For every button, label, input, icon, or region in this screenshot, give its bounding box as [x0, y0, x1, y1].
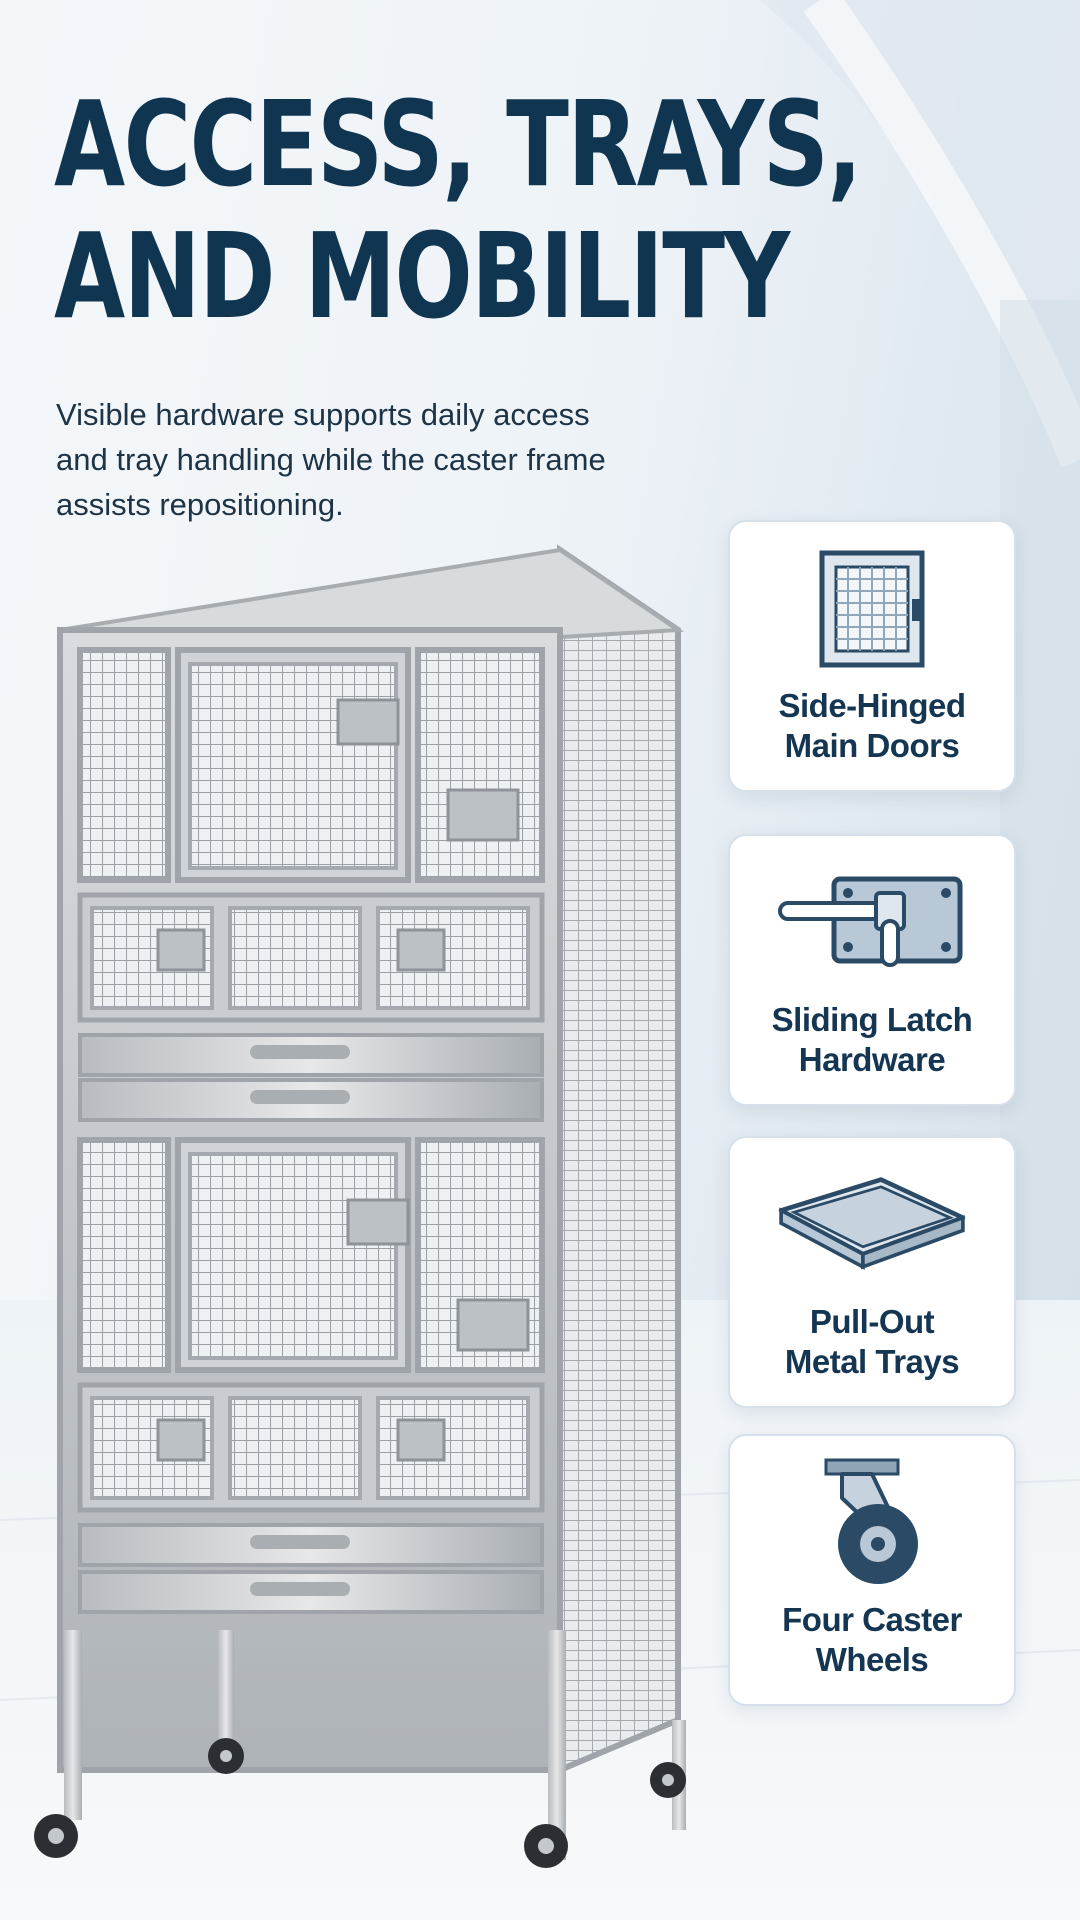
feature-card-pull-out-trays: Pull-Out Metal Trays [728, 1136, 1016, 1408]
subtitle-line-3: assists repositioning. [56, 487, 344, 522]
title-line-1: ACCESS, TRAYS, [54, 75, 862, 213]
subtitle-line-1: Visible hardware supports daily access [56, 397, 590, 432]
feature-label: Pull-Out Metal Trays [784, 1302, 960, 1382]
feature-label-line-1: Four Caster [782, 1601, 962, 1638]
door-icon [772, 544, 972, 674]
feature-label: Four Caster Wheels [782, 1600, 962, 1680]
title-line-2: AND MOBILITY [54, 207, 790, 345]
feature-card-caster-wheels: Four Caster Wheels [728, 1434, 1016, 1706]
feature-label-line-2: Hardware [798, 1041, 946, 1078]
feature-label: Sliding Latch Hardware [772, 1000, 973, 1080]
subtitle-line-2: and tray handling while the caster frame [56, 442, 606, 477]
feature-card-side-hinged-doors: Side-Hinged Main Doors [728, 520, 1016, 792]
caster-wheel-icon [772, 1458, 972, 1588]
feature-label-line-1: Sliding Latch [771, 1001, 973, 1038]
feature-label-line-2: Wheels [815, 1641, 929, 1678]
latch-icon [772, 858, 972, 988]
page-title: ACCESS, TRAYS, AND MOBILITY [54, 75, 862, 345]
feature-label-line-2: Metal Trays [784, 1343, 960, 1380]
tray-icon [772, 1160, 972, 1290]
feature-label-line-1: Side-Hinged [778, 687, 966, 724]
feature-label-line-2: Main Doors [784, 727, 960, 764]
feature-card-sliding-latch: Sliding Latch Hardware [728, 834, 1016, 1106]
feature-label-line-1: Pull-Out [809, 1303, 935, 1340]
feature-label: Side-Hinged Main Doors [778, 686, 966, 766]
cage-product-image [34, 544, 686, 1868]
subtitle: Visible hardware supports daily access a… [56, 392, 666, 527]
